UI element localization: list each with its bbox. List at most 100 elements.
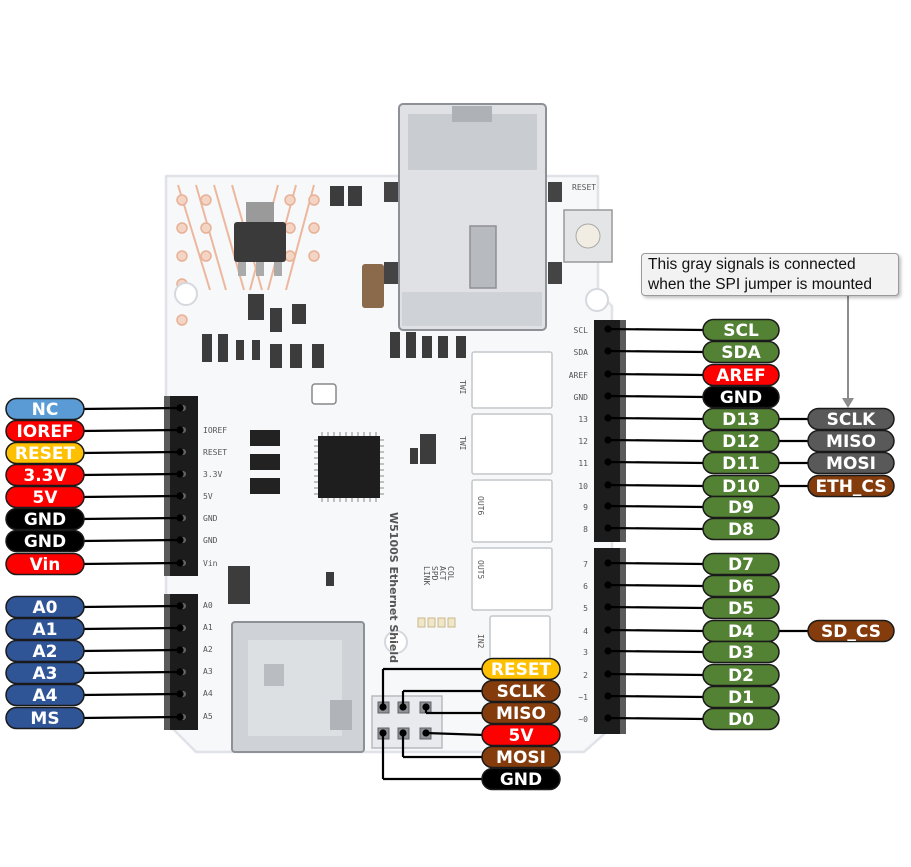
left-pin-line bbox=[80, 430, 180, 431]
left-pin-label-text: 3.3V bbox=[23, 466, 67, 486]
left-pin-label: A1 bbox=[6, 619, 84, 641]
pin-dot bbox=[379, 729, 386, 736]
w5100s-chip bbox=[314, 432, 384, 502]
left-pin-label: GND bbox=[6, 509, 84, 531]
left-pin-line bbox=[80, 672, 180, 673]
left-pin-label: MS bbox=[6, 708, 84, 730]
right-header-silk: 13 bbox=[578, 415, 588, 424]
pin-dot bbox=[176, 668, 183, 675]
left-pin-line bbox=[80, 540, 180, 541]
left-header-silk: A2 bbox=[203, 645, 213, 654]
pin-dot bbox=[604, 692, 611, 699]
left-pin-label: RESET bbox=[6, 443, 84, 465]
right-header-silk: SDA bbox=[574, 348, 589, 357]
right-pin-line bbox=[608, 718, 705, 719]
right-header-silk: 10 bbox=[578, 482, 588, 491]
right-pin-label-text: D11 bbox=[722, 454, 760, 474]
pin-dot bbox=[422, 729, 429, 736]
right-header-silk: 4 bbox=[583, 627, 588, 636]
left-header-power bbox=[164, 396, 198, 576]
right-header-silk: ~0 bbox=[578, 715, 588, 724]
left-pin-label-text: NC bbox=[32, 400, 59, 420]
right-pin-label: SCL bbox=[703, 320, 779, 342]
right-pin-line bbox=[608, 329, 705, 330]
left-pin-label-text: IOREF bbox=[16, 422, 73, 442]
left-header-silk: A1 bbox=[203, 623, 213, 632]
pin-dot bbox=[604, 559, 611, 566]
left-pin-label-text: A2 bbox=[33, 642, 58, 662]
function-label-text: SD_CS bbox=[821, 622, 881, 642]
icsp-label: SCLK bbox=[482, 681, 560, 703]
right-pin-label: D2 bbox=[703, 665, 779, 687]
left-pin-label: NC bbox=[6, 399, 84, 421]
right-pin-label-text: D7 bbox=[728, 555, 754, 575]
small-ic bbox=[250, 430, 280, 494]
right-pin-line bbox=[608, 563, 705, 564]
left-pin-label: A3 bbox=[6, 663, 84, 685]
right-header-silk: 6 bbox=[583, 582, 588, 591]
function-label: SCLK bbox=[808, 409, 894, 431]
icsp-label: 5V bbox=[482, 725, 560, 747]
right-pin-label-text: SDA bbox=[721, 343, 761, 363]
left-pin-line bbox=[80, 606, 180, 607]
left-pin-line bbox=[80, 694, 180, 695]
right-pin-line bbox=[608, 506, 705, 507]
pin-dot bbox=[379, 703, 386, 710]
pin-dot bbox=[176, 470, 183, 477]
left-pin-label-text: MS bbox=[30, 709, 59, 729]
pin-dot bbox=[604, 347, 611, 354]
left-pin-line bbox=[80, 474, 180, 475]
right-pin-label-text: D4 bbox=[728, 622, 754, 642]
right-pin-label: D12 bbox=[703, 431, 779, 453]
right-pin-line bbox=[608, 651, 705, 652]
connector-silk: OUT6 bbox=[476, 496, 485, 515]
icsp-label-text: RESET bbox=[491, 660, 552, 680]
icsp-label-text: 5V bbox=[509, 726, 535, 746]
pin-dot bbox=[399, 703, 406, 710]
left-header-silk: Vin bbox=[203, 559, 218, 568]
right-pin-label: D7 bbox=[703, 554, 779, 576]
pin-dot bbox=[176, 602, 183, 609]
right-header-silk: 9 bbox=[583, 503, 588, 512]
microsd-slot bbox=[232, 622, 364, 752]
left-pin-label-text: A0 bbox=[33, 598, 58, 618]
left-header-silk: A0 bbox=[203, 601, 213, 610]
left-pin-label: A0 bbox=[6, 597, 84, 619]
pin-dot bbox=[604, 392, 611, 399]
left-pin-label-text: Vin bbox=[30, 555, 61, 575]
left-header-silk: 5V bbox=[203, 492, 213, 501]
icsp-label: MOSI bbox=[482, 747, 560, 769]
right-pin-label-text: GND bbox=[720, 388, 762, 408]
pin-dot bbox=[176, 404, 183, 411]
pin-dot bbox=[604, 325, 611, 332]
left-pin-label-text: A4 bbox=[33, 686, 58, 706]
right-pin-line bbox=[608, 630, 705, 631]
right-pin-label: D8 bbox=[703, 519, 779, 541]
right-pin-label: D6 bbox=[703, 576, 779, 598]
pin-dot bbox=[604, 626, 611, 633]
left-pin-line bbox=[80, 496, 180, 497]
right-header-silk: 3 bbox=[583, 648, 588, 657]
right-pin-line bbox=[608, 674, 705, 675]
pin-dot bbox=[176, 690, 183, 697]
right-pin-line bbox=[608, 528, 705, 529]
left-header-silk: RESET bbox=[203, 448, 227, 457]
note-line: when the SPI jumper is mounted bbox=[648, 275, 892, 295]
right-pin-line bbox=[608, 585, 705, 586]
left-pin-label-text: A3 bbox=[33, 664, 58, 684]
spi-jumper-note: This gray signals is connected when the … bbox=[641, 253, 899, 296]
left-header-silk: GND bbox=[203, 514, 218, 523]
right-header-silk: 5 bbox=[583, 604, 588, 613]
function-label: MOSI bbox=[808, 453, 894, 475]
pin-dot bbox=[604, 458, 611, 465]
right-pin-label-text: D5 bbox=[728, 599, 754, 619]
pin-dot bbox=[176, 713, 183, 720]
function-label-text: MOSI bbox=[826, 454, 876, 474]
pin-dot bbox=[604, 603, 611, 610]
right-header-silk: ~1 bbox=[578, 693, 588, 702]
right-pin-label: GND bbox=[703, 387, 779, 409]
function-label-text: MISO bbox=[826, 432, 876, 452]
function-label: SD_CS bbox=[808, 621, 894, 643]
rj45-ethernet-jack bbox=[384, 104, 562, 330]
pin-dot bbox=[604, 370, 611, 377]
